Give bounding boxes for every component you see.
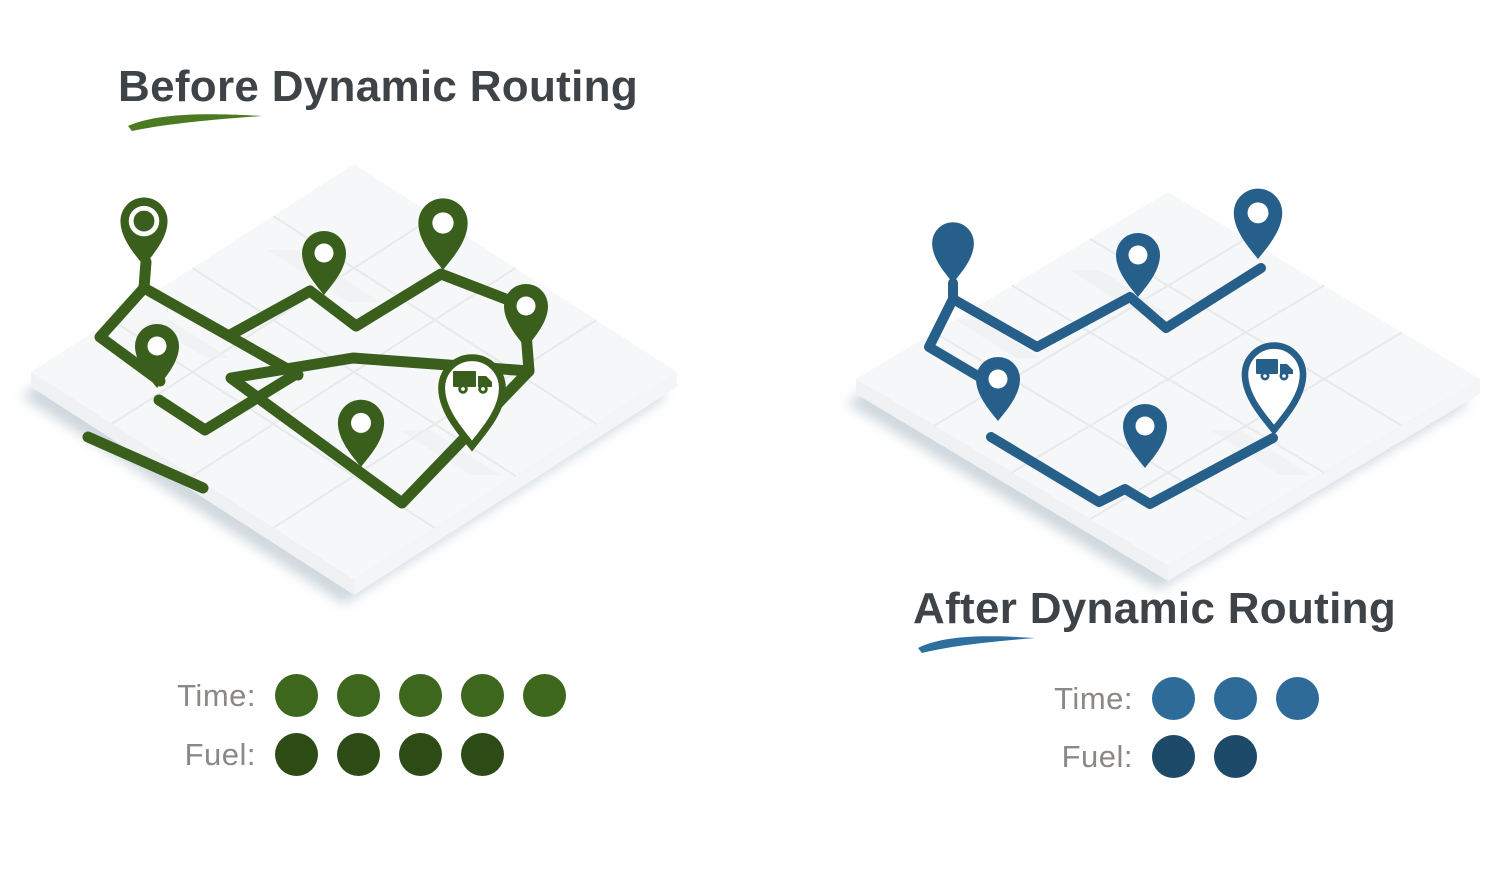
location-pin-icon [135,324,179,388]
map-side-right [1168,379,1480,581]
metric-dot [275,733,318,776]
location-pin-icon [120,197,168,266]
after-metrics: Time: Fuel: [1038,677,1319,793]
metric-dot [1152,735,1195,778]
metric-dot [337,733,380,776]
fuel-dots [1152,735,1257,778]
before-map [21,164,677,604]
location-pin-icon [1123,404,1167,468]
metric-dot [461,674,504,717]
time-dots [1152,677,1319,720]
metric-dot [399,733,442,776]
route-segment [924,294,1003,393]
route-segment [82,431,209,494]
location-pin-icon [1116,233,1160,297]
fuel-label: Fuel: [184,737,256,772]
metric-dot [337,674,380,717]
after-title-swoosh [918,636,1035,653]
truck-icon [1256,359,1293,381]
route-segment [153,368,302,436]
route-segment [225,352,535,509]
metric-dot [523,674,566,717]
before-title: Before Dynamic Routing [118,62,638,111]
route-segment [986,432,1278,509]
location-pin-icon [337,399,385,467]
map-grid [933,237,1403,521]
after-fuel-row: Fuel: [1038,735,1319,778]
before-metrics: Time: Fuel: [161,674,566,792]
before-title-swoosh [128,114,263,131]
metric-dot [1152,677,1195,720]
location-pin-icon [302,231,346,295]
metric-dot [1214,735,1257,778]
route-segment [138,282,304,381]
before-fuel-row: Fuel: [161,733,566,776]
fuel-dots [275,733,504,776]
truck-pin [438,354,506,452]
after-time-row: Time: [1038,677,1319,720]
route-segment [94,256,166,387]
before-time-row: Time: [161,674,566,717]
fuel-label: Fuel: [1061,739,1133,774]
time-label: Time: [177,678,256,713]
metric-dot [1214,677,1257,720]
truck-pin [1241,342,1307,436]
map-side-left [856,379,1168,581]
time-label: Time: [1054,681,1133,716]
metric-dot [399,674,442,717]
time-dots [275,674,566,717]
location-pin-icon [932,222,974,283]
map-side-right [354,372,677,595]
after-title: After Dynamic Routing [913,584,1396,633]
after-map [846,188,1480,590]
metric-dot [275,674,318,717]
metric-dot [1276,677,1319,720]
location-pin-icon [504,284,548,348]
truck-icon [453,371,492,394]
location-pin-icon [976,357,1020,421]
location-pin-icon [418,198,468,270]
before-pins [120,197,548,467]
metric-dot [461,733,504,776]
location-pin-icon [1233,188,1283,259]
after-route [924,263,1278,509]
after-pins [932,188,1283,468]
